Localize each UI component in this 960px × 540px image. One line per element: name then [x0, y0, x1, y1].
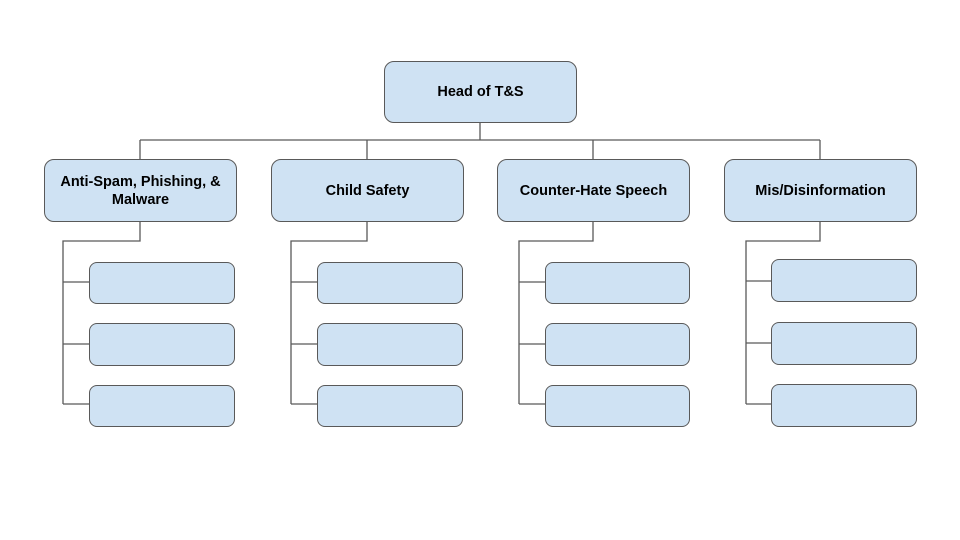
node-label: Anti-Spam, Phishing, & Malware	[60, 173, 221, 208]
node-child-empty[interactable]	[317, 385, 463, 427]
node-child-empty[interactable]	[771, 384, 917, 427]
node-child-safety[interactable]: Child Safety	[271, 159, 464, 222]
node-child-empty[interactable]	[317, 323, 463, 366]
node-child-empty[interactable]	[89, 262, 235, 304]
node-child-empty[interactable]	[545, 385, 690, 427]
node-label: Counter-Hate Speech	[519, 182, 668, 199]
node-counter-hate-speech[interactable]: Counter-Hate Speech	[497, 159, 690, 222]
node-anti-spam[interactable]: Anti-Spam, Phishing, & Malware	[44, 159, 237, 222]
node-label: Child Safety	[325, 182, 410, 199]
node-child-empty[interactable]	[89, 323, 235, 366]
node-child-empty[interactable]	[545, 323, 690, 366]
node-label: Head of T&S	[437, 84, 524, 100]
node-child-empty[interactable]	[771, 259, 917, 302]
node-label: Mis/Disinformation	[755, 182, 886, 199]
node-child-empty[interactable]	[89, 385, 235, 427]
node-child-empty[interactable]	[317, 262, 463, 304]
node-head-of-ts[interactable]: Head of T&S	[384, 61, 577, 123]
node-child-empty[interactable]	[545, 262, 690, 304]
node-mis-disinformation[interactable]: Mis/Disinformation	[724, 159, 917, 222]
node-child-empty[interactable]	[771, 322, 917, 365]
